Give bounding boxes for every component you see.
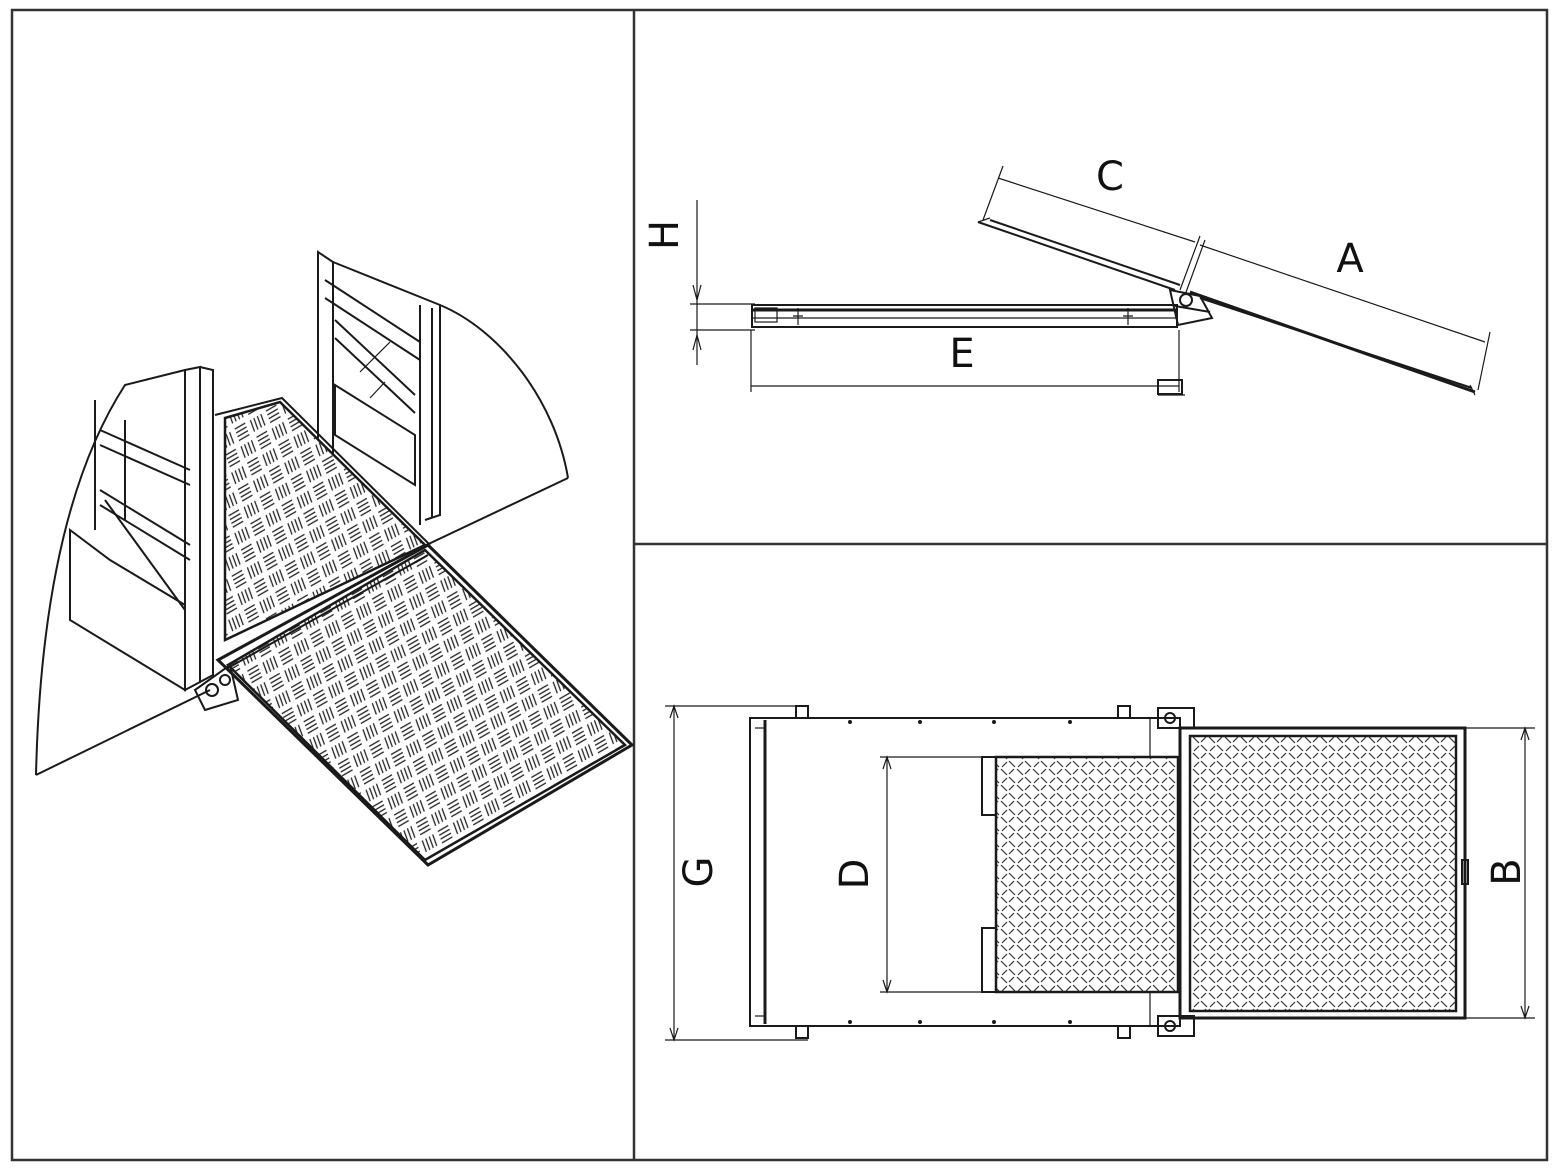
top-view: G D	[665, 704, 1535, 1042]
label-C: C	[1096, 154, 1124, 200]
label-A: A	[1336, 236, 1364, 282]
label-B: B	[1484, 858, 1530, 885]
outer-border	[10, 8, 1549, 1162]
label-G: G	[676, 857, 722, 888]
label-H: H	[642, 220, 688, 250]
label-E: E	[949, 331, 974, 377]
side-view: H E C A	[642, 154, 1491, 396]
isometric-view	[35, 250, 635, 867]
label-D: D	[832, 859, 878, 890]
bolt-row	[848, 720, 1072, 1024]
